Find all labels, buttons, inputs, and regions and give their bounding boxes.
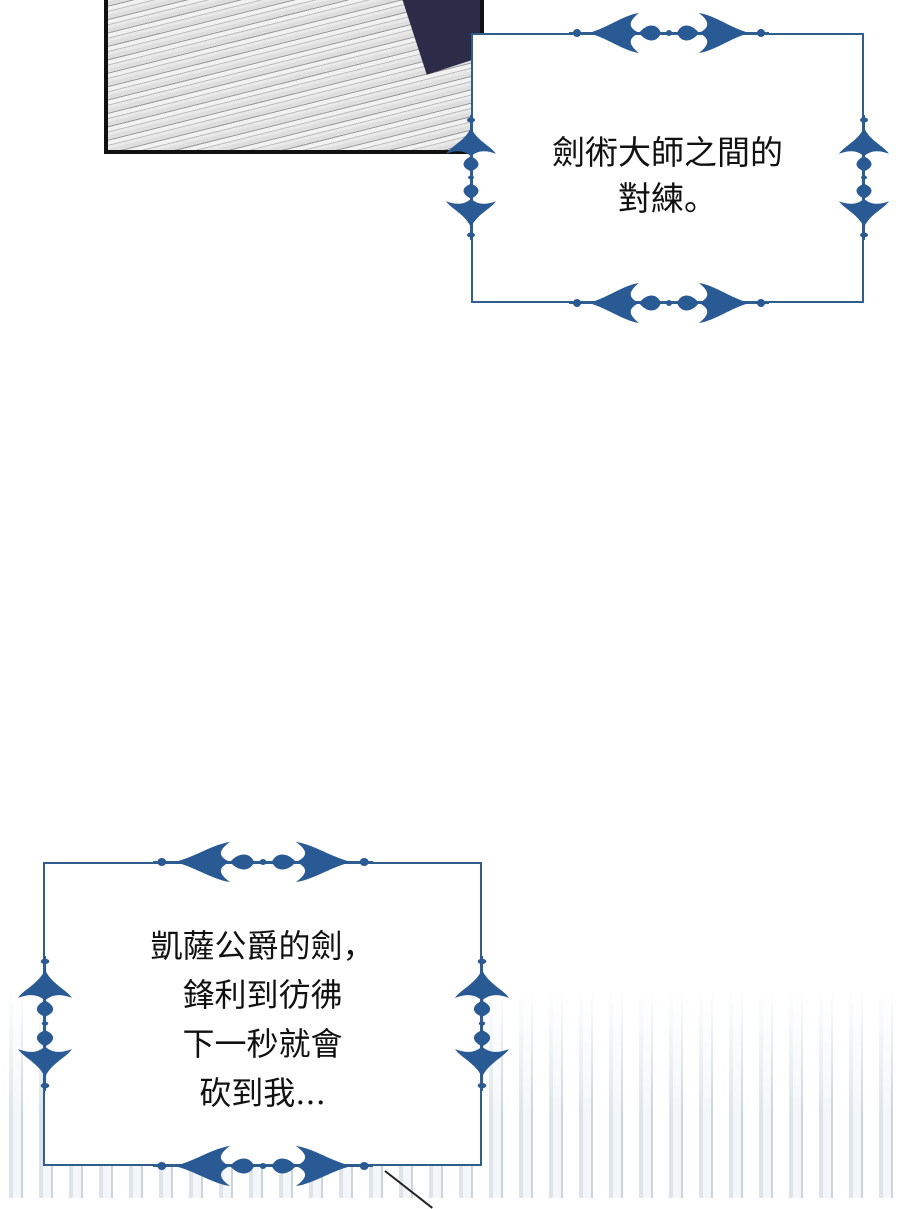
comic-panel-illustration: [104, 0, 484, 154]
ornament-top-icon: [153, 842, 373, 882]
narration-text: 劍術大師之間的 對練。: [473, 130, 862, 222]
narration-box-1: 劍術大師之間的 對練。: [471, 33, 864, 303]
ornament-top-icon: [569, 13, 769, 53]
narration-line: 下一秒就會: [182, 1025, 343, 1063]
narration-line: 凱薩公爵的劍，: [150, 927, 375, 965]
narration-line: 對練。: [618, 179, 717, 218]
ornament-bottom-icon: [569, 283, 769, 323]
narration-line: 砍到我...: [199, 1074, 326, 1112]
ornament-bottom-icon: [153, 1146, 373, 1186]
narration-text: 凱薩公爵的劍， 鋒利到彷彿 下一秒就會 砍到我...: [45, 922, 480, 1118]
narration-box-2: 凱薩公爵的劍， 鋒利到彷彿 下一秒就會 砍到我...: [43, 862, 482, 1166]
narration-line: 鋒利到彷彿: [182, 976, 343, 1014]
narration-line: 劍術大師之間的: [552, 133, 783, 172]
